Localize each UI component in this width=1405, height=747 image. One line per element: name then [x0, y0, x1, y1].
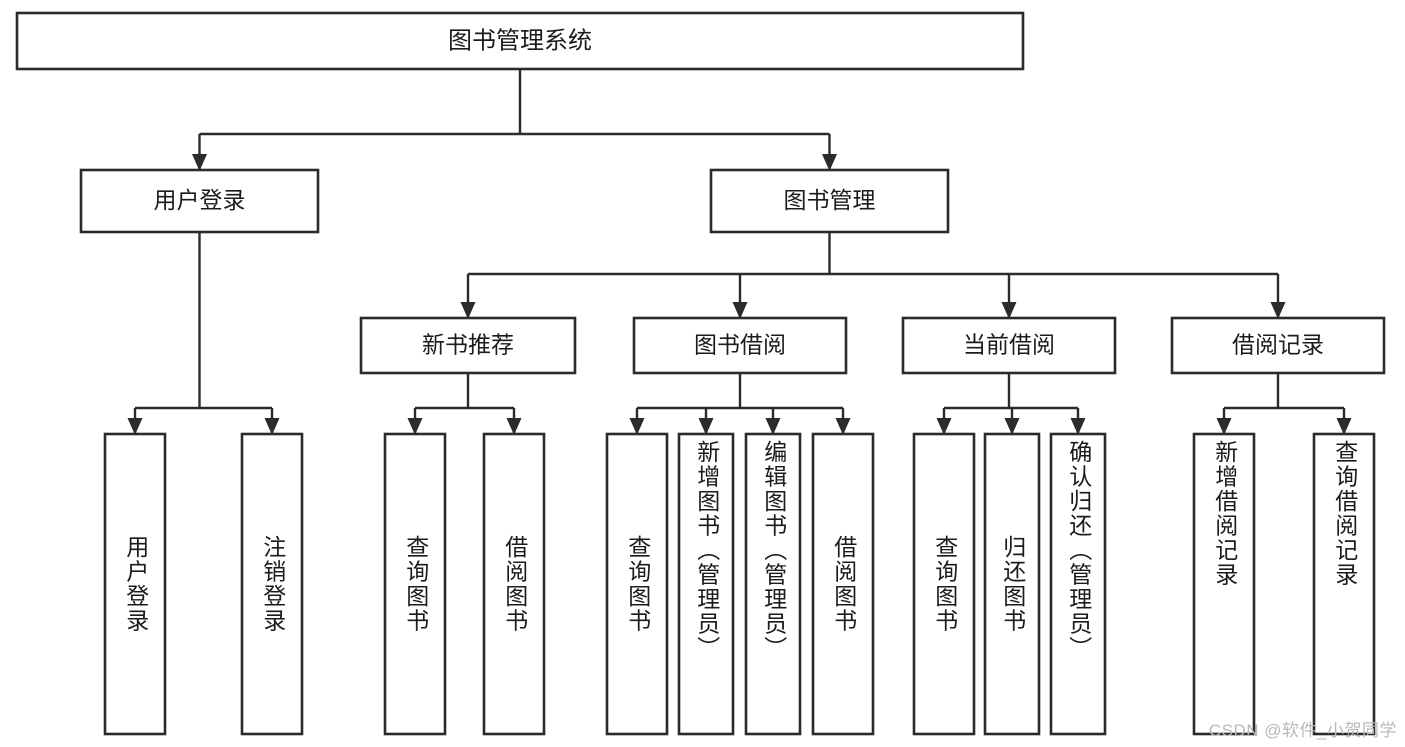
node-box-leaf-return-book[interactable]	[983, 432, 1041, 736]
node-box-leaf-logout[interactable]	[240, 432, 304, 736]
arrow-head	[1004, 418, 1020, 435]
arrow-head	[192, 154, 207, 171]
node-boxes-layer	[15, 11, 1386, 736]
arrow-head	[1001, 302, 1017, 319]
node-box-leaf-user-login[interactable]	[103, 432, 167, 736]
node-box-leaf-borrow-book-2[interactable]	[811, 432, 875, 736]
node-box-user-login[interactable]	[79, 168, 320, 234]
arrow-head	[407, 418, 423, 435]
node-label-borrow-records: 借阅记录	[1232, 332, 1324, 358]
arrow-head	[765, 418, 781, 435]
arrow-head	[822, 154, 837, 171]
node-box-book-management[interactable]	[709, 168, 950, 234]
arrow-head	[936, 418, 952, 435]
node-box-root[interactable]	[15, 11, 1025, 71]
arrow-head	[629, 418, 645, 435]
connectors-layer	[127, 69, 1352, 435]
node-box-leaf-add-record[interactable]	[1192, 432, 1256, 736]
node-box-leaf-borrow-book-1[interactable]	[482, 432, 546, 736]
arrow-head	[1216, 418, 1232, 435]
node-box-leaf-query-record[interactable]	[1312, 432, 1376, 736]
arrow-head	[1336, 418, 1352, 435]
node-label-book-borrow: 图书借阅	[694, 332, 786, 358]
arrow-head	[1270, 302, 1286, 319]
node-box-leaf-query-book-3[interactable]	[912, 432, 976, 736]
arrow-head	[460, 302, 476, 319]
node-box-leaf-confirm-return[interactable]	[1049, 432, 1107, 736]
arrow-head	[506, 418, 522, 435]
node-box-leaf-query-book-2[interactable]	[605, 432, 669, 736]
node-label-book-management: 图书管理	[784, 187, 876, 213]
node-box-current-borrow[interactable]	[901, 316, 1117, 375]
node-box-borrow-records[interactable]	[1170, 316, 1386, 375]
node-box-leaf-query-book-1[interactable]	[383, 432, 447, 736]
arrow-head	[127, 418, 143, 435]
watermark-text: CSDN @软件_小贺同学	[1208, 721, 1397, 740]
arrow-head	[698, 418, 714, 435]
node-label-new-book-recommend: 新书推荐	[422, 332, 514, 358]
arrow-head	[1070, 418, 1086, 435]
arrow-head	[732, 302, 748, 319]
node-label-root: 图书管理系统	[448, 27, 592, 54]
node-box-book-borrow[interactable]	[632, 316, 848, 375]
node-box-leaf-edit-book[interactable]	[744, 432, 802, 736]
arrow-head	[264, 418, 280, 435]
node-box-leaf-add-book[interactable]	[677, 432, 735, 736]
node-label-user-login: 用户登录	[154, 187, 246, 213]
arrow-head	[835, 418, 851, 435]
node-label-current-borrow: 当前借阅	[963, 332, 1055, 358]
node-box-new-book-recommend[interactable]	[359, 316, 577, 375]
